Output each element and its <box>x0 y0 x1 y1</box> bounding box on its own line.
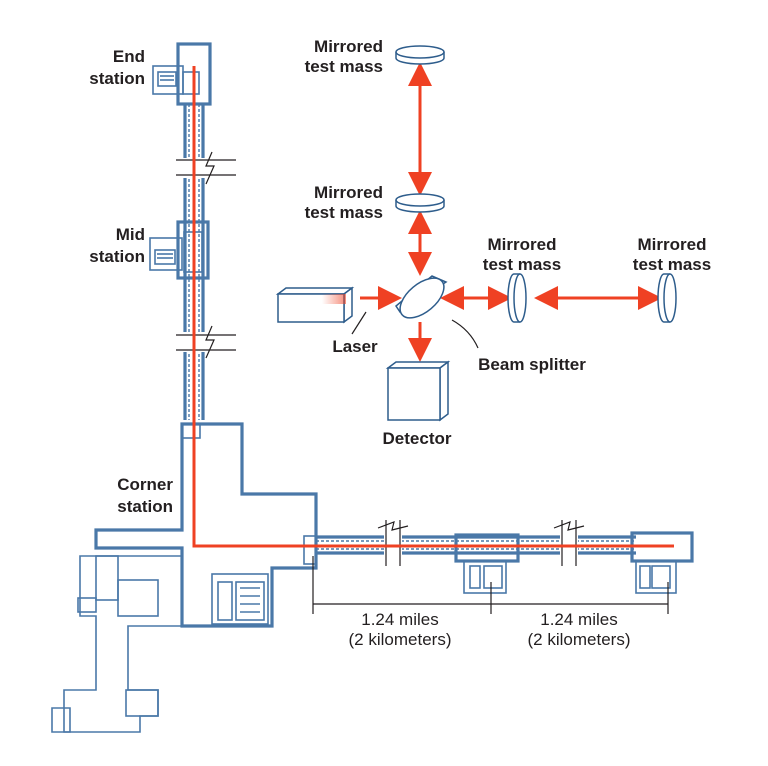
distance-label-1: 1.24 miles (2 kilometers) <box>349 610 452 649</box>
vertical-arm-break-2 <box>176 325 236 359</box>
horizontal-arm-tube <box>316 535 636 555</box>
svg-text:station: station <box>89 69 145 88</box>
svg-text:Mid: Mid <box>116 225 145 244</box>
distance-label-2: 1.24 miles (2 kilometers) <box>528 610 631 649</box>
svg-text:station: station <box>117 497 173 516</box>
end-station-label: End station <box>89 47 145 88</box>
end-station-building <box>152 42 212 106</box>
interferometer-beam <box>192 66 674 548</box>
svg-text:Mirrored: Mirrored <box>638 235 707 254</box>
interferometer-schematic <box>275 45 677 422</box>
mirror-top <box>395 45 445 65</box>
laser-device <box>275 286 355 324</box>
svg-text:Mirrored: Mirrored <box>314 37 383 56</box>
mirror-top-label: Mirrored test mass <box>305 37 383 76</box>
corner-station-building <box>51 422 318 733</box>
mirror-right-far-label: Mirrored test mass <box>633 235 711 274</box>
detector-label: Detector <box>383 429 452 448</box>
horizontal-mid-station-building <box>454 533 520 594</box>
svg-text:End: End <box>113 47 145 66</box>
svg-text:(2 kilometers): (2 kilometers) <box>349 630 452 649</box>
floor-plan <box>51 42 694 733</box>
svg-text:test mass: test mass <box>305 203 383 222</box>
mid-station-label: Mid station <box>89 225 145 266</box>
horizontal-end-station-building <box>630 531 694 594</box>
svg-text:1.24 miles: 1.24 miles <box>361 610 438 629</box>
detector-device <box>385 360 451 422</box>
svg-text:Mirrored: Mirrored <box>314 183 383 202</box>
svg-text:test mass: test mass <box>305 57 383 76</box>
svg-text:station: station <box>89 247 145 266</box>
beam-splitter <box>395 275 448 319</box>
svg-text:test mass: test mass <box>483 255 561 274</box>
laser-label: Laser <box>332 337 378 356</box>
beam-splitter-label: Beam splitter <box>478 355 586 374</box>
mirror-right-far <box>657 273 677 323</box>
svg-text:Mirrored: Mirrored <box>488 235 557 254</box>
corner-station-label: Corner station <box>117 475 173 516</box>
mirror-right-near <box>507 273 527 323</box>
horizontal-arm-break-2 <box>553 520 585 566</box>
mirror-middle-label: Mirrored test mass <box>305 183 383 222</box>
vertical-arm-tube <box>183 104 205 420</box>
svg-text:1.24 miles: 1.24 miles <box>540 610 617 629</box>
svg-text:test mass: test mass <box>633 255 711 274</box>
distance-markers <box>312 556 669 614</box>
horizontal-arm-break-1 <box>377 520 409 566</box>
mirror-middle <box>395 193 445 213</box>
vertical-arm-break-1 <box>176 151 236 185</box>
laser-leader <box>351 311 367 335</box>
svg-text:Corner: Corner <box>117 475 173 494</box>
mirror-right-near-label: Mirrored test mass <box>483 235 561 274</box>
beam-splitter-leader <box>451 319 479 349</box>
svg-text:(2 kilometers): (2 kilometers) <box>528 630 631 649</box>
